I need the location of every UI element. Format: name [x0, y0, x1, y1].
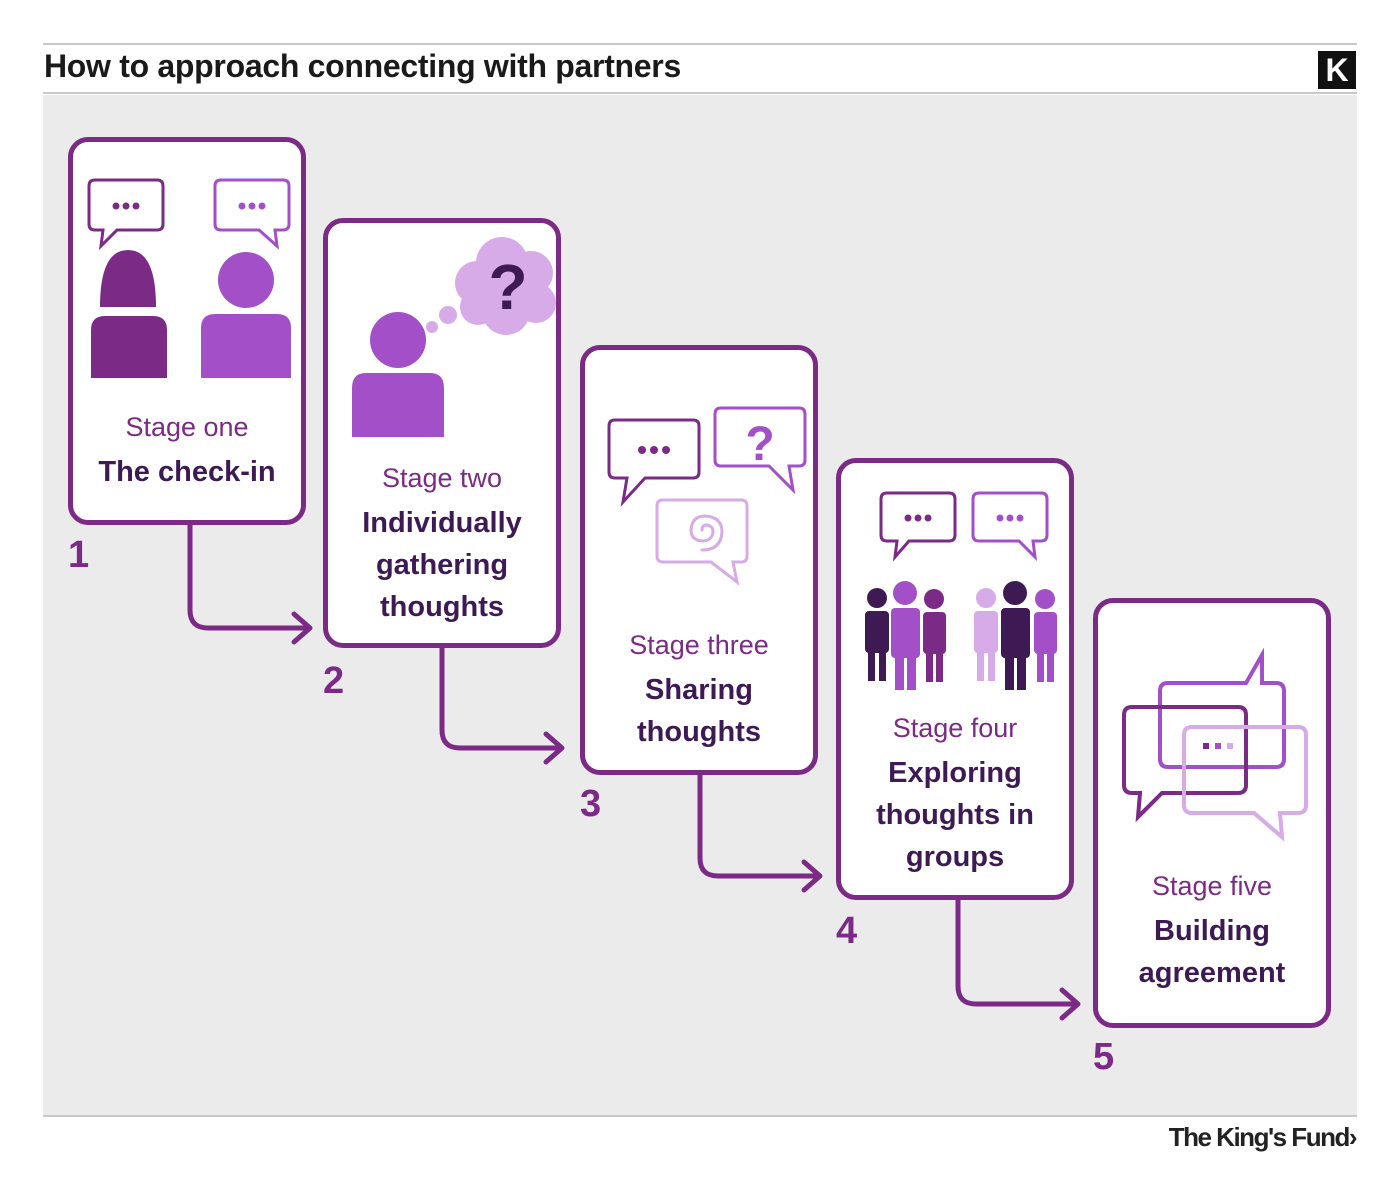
- stage-three-illustration: ?: [607, 406, 807, 586]
- connector-arrow-2-3: [439, 644, 565, 765]
- bottom-rule: [43, 1115, 1357, 1117]
- stage-two-label: Stage two: [381, 463, 503, 493]
- person-icon: [201, 252, 291, 378]
- speech-bubble-ellipsis-icon: [879, 491, 957, 562]
- stage-four-label: Stage four: [892, 713, 1018, 743]
- stage-five-label: Stage five: [1151, 871, 1273, 901]
- svg-text:?: ?: [488, 251, 527, 323]
- kings-fund-wordmark: The King's Fund›: [1168, 1122, 1358, 1152]
- stage-five-card: Stage five Building agreement: [1093, 598, 1331, 1028]
- connector-arrow-1-2: [187, 519, 313, 645]
- stage-four-name: Exploring thoughts in groups: [876, 757, 1034, 873]
- speech-bubble-ellipsis-icon: [607, 418, 701, 507]
- connector-arrow-3-4: [697, 771, 823, 893]
- group-of-people-icon: [865, 581, 946, 690]
- stage-four-card: Stage four Exploring thoughts in groups: [836, 458, 1074, 900]
- stage-number-2: 2: [323, 660, 345, 702]
- stage-one-name: The check-in: [98, 456, 276, 488]
- stage-four-illustration: [865, 491, 1057, 690]
- overlapping-speech-bubbles-icon: [1122, 647, 1308, 842]
- speech-bubble-ellipsis-icon: [213, 178, 291, 250]
- speech-bubble-question-icon: ?: [713, 406, 807, 495]
- person-icon: [352, 312, 444, 437]
- speech-bubble-ellipsis-icon: [87, 178, 165, 251]
- kings-fund-k-logo: K: [1318, 51, 1356, 89]
- thought-cloud-question-icon: ?: [426, 237, 556, 335]
- top-rule: [43, 43, 1357, 45]
- connector-arrow-4-5: [955, 897, 1081, 1021]
- stage-two-illustration: ?: [352, 237, 556, 437]
- person-long-hair-icon: [91, 250, 167, 378]
- stage-one-illustration: [87, 178, 291, 378]
- speech-bubble-spiral-icon: [655, 498, 749, 586]
- svg-text:?: ?: [745, 418, 774, 471]
- stage-two-card: ? Stage two Individually gathering thoug…: [323, 218, 561, 648]
- stage-three-card: ? Stage three Sharing thoughts: [580, 345, 818, 775]
- stage-three-label: Stage three: [629, 630, 769, 660]
- stage-number-1: 1: [68, 534, 90, 576]
- stage-number-4: 4: [836, 910, 858, 952]
- title-rule: [43, 92, 1357, 94]
- stage-one-label: Stage one: [125, 412, 249, 442]
- stage-three-name: Sharing thoughts: [636, 674, 761, 748]
- stage-five-name: Building agreement: [1138, 915, 1286, 989]
- stage-two-name: Individually gathering thoughts: [362, 507, 522, 623]
- group-of-people-icon: [974, 581, 1057, 690]
- stage-number-3: 3: [580, 783, 602, 825]
- stage-number-5: 5: [1093, 1036, 1115, 1078]
- page-title: How to approach connecting with partners: [44, 48, 681, 84]
- stage-five-illustration: [1122, 647, 1308, 842]
- stage-one-card: Stage one The check-in: [68, 137, 306, 525]
- speech-bubble-ellipsis-icon: [971, 491, 1049, 562]
